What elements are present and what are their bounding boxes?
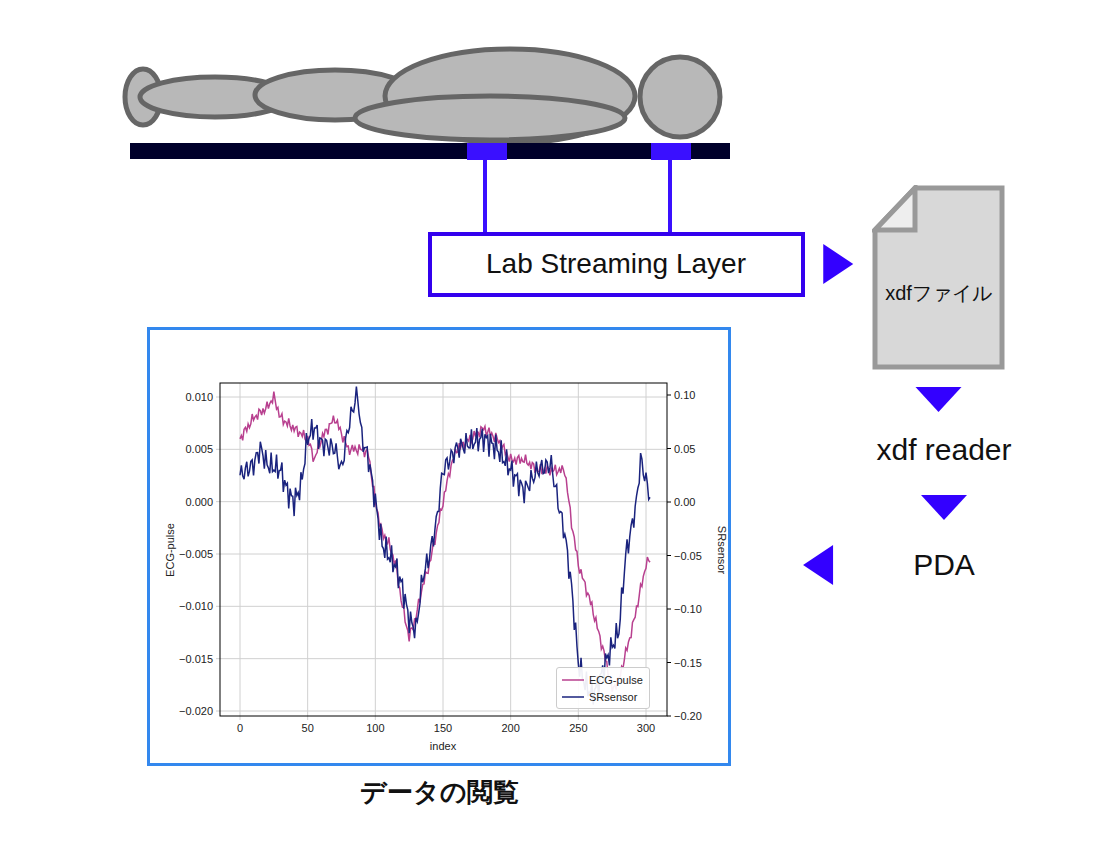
step-text: PDA: [905, 544, 983, 586]
tick-label: 100: [366, 722, 384, 735]
file-outline: [872, 185, 1005, 370]
arm: [355, 96, 625, 140]
node-text: xdf reader: [876, 433, 1011, 467]
ecg-curve: [240, 392, 650, 692]
tick-label: 0.00: [674, 496, 695, 509]
head: [640, 57, 720, 137]
tick-label: 0.05: [674, 442, 695, 455]
sensor-wire: [668, 160, 672, 234]
tick-label: 0.010: [185, 391, 213, 404]
grid-line: [510, 383, 511, 720]
node-text: PDA: [913, 548, 975, 582]
legend-text: SRsensor: [589, 691, 637, 703]
legend-swatch: [561, 692, 585, 702]
tick-label: −0.005: [179, 548, 213, 561]
tick-label: 250: [569, 722, 587, 735]
flow-arrow: [803, 545, 833, 585]
grid-line: [216, 397, 667, 398]
tick-label: −0.20: [674, 710, 702, 723]
grid-line: [375, 383, 376, 720]
tick-label: 0: [237, 722, 243, 735]
flow-arrow: [823, 244, 853, 284]
flow-arrow: [921, 495, 967, 520]
tick-label: 300: [637, 722, 655, 735]
grid-line: [216, 658, 667, 659]
caption: データの閲覧: [150, 777, 728, 807]
axis-title: ECG-pulse: [164, 523, 177, 577]
grid-line: [216, 606, 667, 607]
axis-title: index: [430, 740, 456, 753]
grid-line: [216, 711, 667, 712]
tick-mark: [667, 662, 671, 663]
tick-label: −0.15: [674, 656, 702, 669]
sensor-pad: [467, 143, 507, 160]
tick-mark: [667, 502, 671, 503]
flow-arrow: [916, 387, 962, 412]
grid-line: [216, 449, 667, 450]
tick-label: −0.05: [674, 549, 702, 562]
tick-mark: [667, 716, 671, 717]
grid-line: [443, 383, 444, 720]
chart-curves: [240, 386, 650, 704]
file-icon: xdfファイル: [872, 185, 1005, 370]
legend-row: ECG-pulse: [561, 671, 643, 688]
sr-curve: [240, 386, 650, 704]
process-box: Lab Streaming Layer: [428, 232, 805, 297]
tick-label: 0.005: [185, 443, 213, 456]
sensor-wire: [483, 160, 487, 234]
tick-label: 150: [434, 722, 452, 735]
chart-panel: データの閲覧: [147, 327, 731, 766]
grid-line: [216, 554, 667, 555]
grid-line: [240, 383, 241, 720]
tick-label: 200: [501, 722, 519, 735]
tick-mark: [667, 448, 671, 449]
tick-mark: [667, 609, 671, 610]
chart-grid: [216, 383, 671, 720]
legend-row: SRsensor: [561, 688, 643, 705]
tick-mark: [667, 395, 671, 396]
axis-title: SRsensor: [715, 526, 728, 574]
plot-frame: [220, 383, 667, 716]
tick-label: −0.015: [179, 652, 213, 665]
tick-label: −0.10: [674, 603, 702, 616]
node-text: xdfファイル: [885, 280, 992, 307]
tick-label: 0.10: [674, 389, 695, 402]
tick-label: 50: [302, 722, 314, 735]
legend-text: ECG-pulse: [589, 674, 643, 686]
step-text: xdf reader: [868, 429, 1019, 471]
grid-line: [216, 501, 667, 502]
tick-mark: [667, 555, 671, 556]
lying-person: [125, 49, 720, 143]
tick-label: −0.020: [179, 705, 213, 718]
grid-line: [307, 383, 308, 720]
node-text: Lab Streaming Layer: [486, 248, 746, 280]
tick-label: −0.010: [179, 600, 213, 613]
bed: [130, 143, 730, 159]
tick-label: 0.000: [185, 495, 213, 508]
sensor-pad: [651, 143, 691, 160]
chart-legend: ECG-pulseSRsensor: [556, 667, 650, 709]
legend-swatch: [561, 675, 585, 685]
